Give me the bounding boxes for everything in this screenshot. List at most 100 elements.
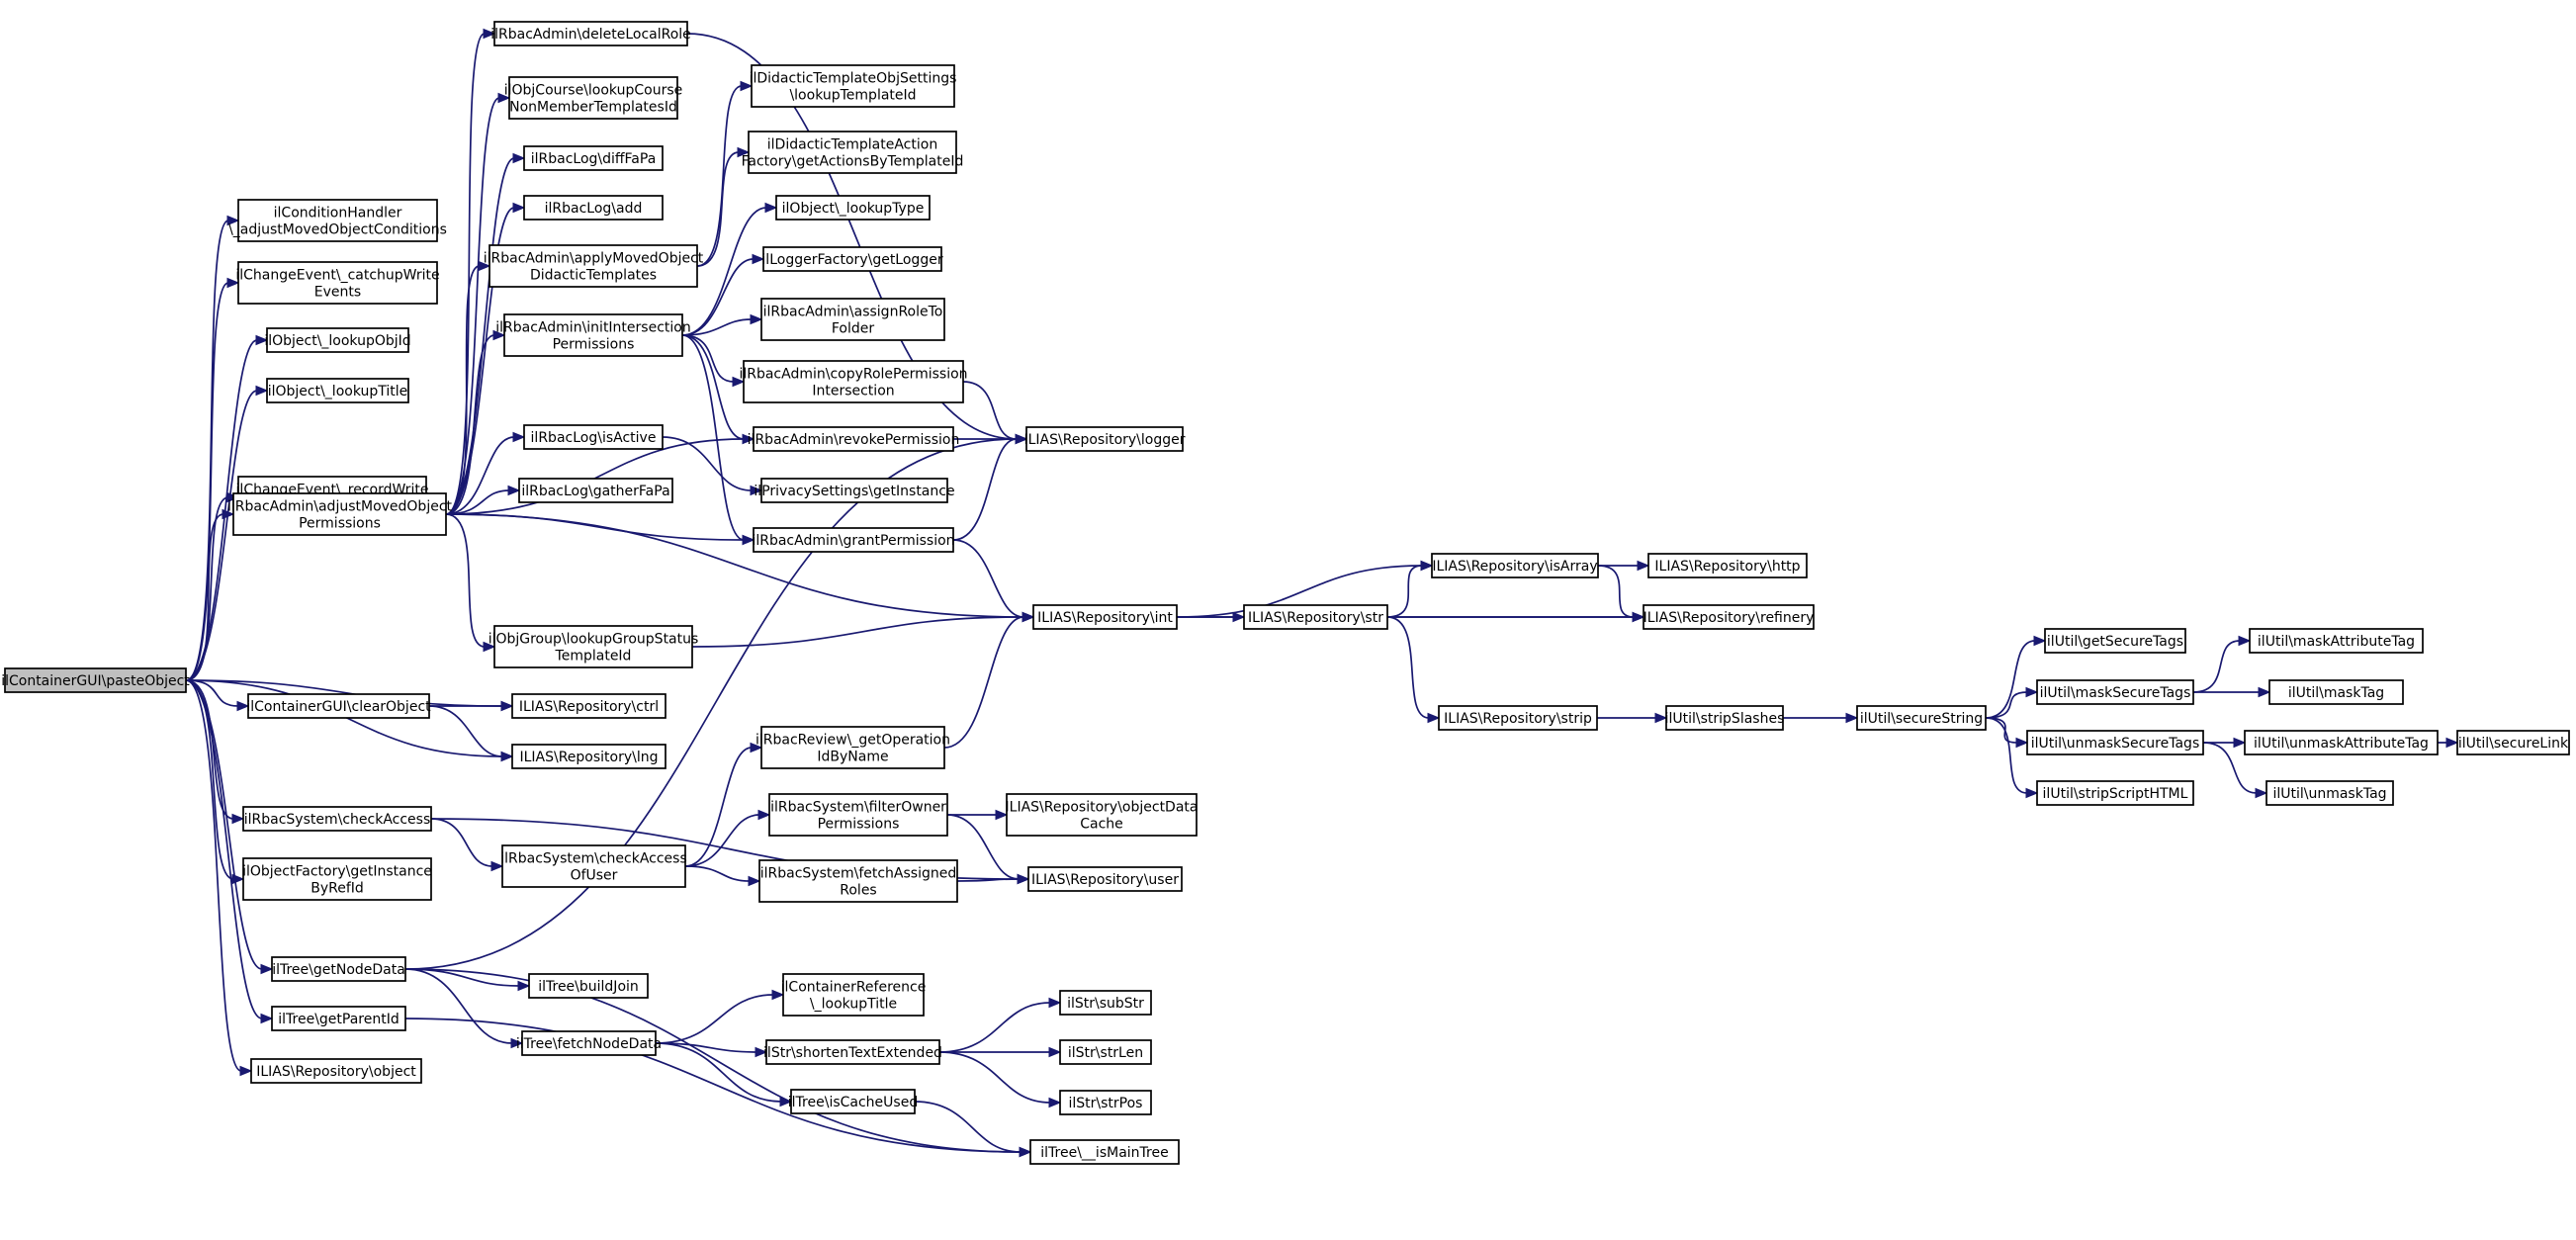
node-n23[interactable]: ILIAS\Repository\lng (511, 744, 666, 769)
node-label: Cache (1080, 817, 1123, 833)
node-box (271, 1006, 406, 1031)
node-n50[interactable]: ILIAS\Repository\str (1243, 604, 1388, 630)
node-n1[interactable]: ilConditionHandler\_adjustMovedObjectCon… (228, 199, 447, 242)
edge-n18-n33 (681, 334, 745, 440)
node-n25[interactable]: ilTree\buildJoin (528, 973, 649, 999)
node-n58[interactable]: ilUtil\maskSecureTags (2036, 679, 2194, 705)
node-n4[interactable]: ilObject\_lookupTitle (266, 378, 409, 403)
node-n65[interactable]: ilUtil\secureLink (2456, 730, 2570, 755)
node-n22[interactable]: ILIAS\Repository\ctrl (511, 693, 666, 719)
node-n7[interactable]: ilContainerGUI\clearObject (246, 693, 431, 719)
node-label: \_adjustMovedObjectConditions (228, 222, 447, 238)
node-n46[interactable]: ilStr\subStr (1059, 990, 1152, 1016)
node-n40[interactable]: ilStr\shortenTextExtended (763, 1039, 942, 1065)
arrowhead-n10-n26 (510, 1037, 524, 1049)
node-n14[interactable]: ilObjCourse\lookupCourseNonMemberTemplat… (504, 76, 683, 120)
node-label: ilObject\_lookupType (782, 201, 925, 217)
node-n11[interactable]: ilTree\getParentId (271, 1006, 406, 1031)
edge-n0-n11 (185, 679, 263, 1019)
node-label: ilRbacSystem\checkAccess (500, 851, 687, 867)
node-n32[interactable]: ilRbacAdmin\copyRolePermissionIntersecti… (739, 360, 968, 403)
node-n28[interactable]: ilDidacticTemplateActionFactory\getActio… (742, 131, 964, 174)
node-box (743, 360, 964, 403)
edge-n6-n17 (445, 265, 481, 515)
node-n55[interactable]: ilUtil\stripSlashes (1665, 705, 1785, 731)
arrowhead-n52-n55 (1654, 712, 1668, 724)
edge-n6-n13 (445, 33, 486, 515)
node-n10[interactable]: ilTree\getNodeData (271, 956, 406, 982)
node-box (501, 844, 686, 888)
node-box (528, 973, 649, 999)
node-box (1431, 553, 1599, 578)
node-n34[interactable]: ilPrivacySettings\getInstance (754, 478, 955, 503)
node-n15[interactable]: ilRbacLog\diffFaPa (523, 145, 664, 171)
node-n33[interactable]: ilRbacAdmin\revokePermission (748, 426, 960, 452)
node-n60[interactable]: ilUtil\stripScriptHTML (2036, 780, 2194, 806)
node-box (503, 313, 683, 357)
edge-n50-n51 (1386, 565, 1423, 618)
node-n17[interactable]: ilRbacAdmin\applyMovedObjectDidacticTemp… (484, 244, 704, 288)
node-box (2265, 780, 2394, 806)
node-n54[interactable]: ILIAS\Repository\refinery (1643, 604, 1815, 630)
node-n27[interactable]: ilDidacticTemplateObjSettings\lookupTemp… (750, 64, 957, 108)
node-n59[interactable]: ilUtil\unmaskSecureTags (2026, 730, 2204, 755)
arrowhead-n6-n13 (483, 28, 496, 40)
node-n63[interactable]: ilUtil\unmaskAttributeTag (2244, 730, 2439, 755)
node-n56[interactable]: ilUtil\secureString (1856, 705, 1987, 731)
edge-n56-n59 (1985, 717, 2018, 744)
node-label: ilRbacSystem\checkAccess (244, 812, 431, 828)
arrowhead-n0-n10 (260, 963, 274, 975)
node-n39[interactable]: ilContainerReference\_lookupTitle (781, 973, 927, 1017)
node-n51[interactable]: ILIAS\Repository\isArray (1431, 553, 1599, 578)
node-n52[interactable]: ILIAS\Repository\strip (1438, 705, 1598, 731)
edge-n17-n27 (696, 85, 743, 267)
edge-n0-n8 (185, 679, 234, 820)
node-label: ILIAS\Repository\lng (519, 750, 658, 765)
node-n48[interactable]: ilStr\strPos (1059, 1090, 1152, 1115)
node-n13[interactable]: ilRbacAdmin\deleteLocalRole (490, 21, 691, 46)
node-n42[interactable]: ILIAS\Repository\logger (1024, 426, 1186, 452)
node-n30[interactable]: ilLoggerFactory\getLogger (761, 246, 943, 272)
node-label: ilRbacAdmin\adjustMovedObject (227, 499, 453, 515)
node-n53[interactable]: ILIAS\Repository\http (1647, 553, 1808, 578)
node-n8[interactable]: ilRbacSystem\checkAccess (242, 806, 432, 832)
node-label: ILIAS\Repository\isArray (1432, 559, 1597, 575)
node-n26[interactable]: ilTree\fetchNodeData (516, 1030, 662, 1056)
node-n0[interactable]: ilContainerGUI\pasteObject (1, 667, 190, 693)
node-n62[interactable]: ilUtil\maskTag (2268, 679, 2404, 705)
node-n45[interactable]: ILIAS\Repository\user (1027, 866, 1183, 892)
node-label: Intersection (812, 384, 894, 399)
node-n49[interactable]: ilTree\__isMainTree (1029, 1139, 1180, 1165)
node-n19[interactable]: ilRbacLog\isActive (523, 424, 664, 450)
node-n57[interactable]: ilUtil\getSecureTags (2044, 628, 2186, 654)
node-n47[interactable]: ilStr\strLen (1059, 1039, 1152, 1065)
node-n3[interactable]: ilObject\_lookupObjId (264, 327, 411, 353)
edge-n50-n52 (1386, 616, 1430, 719)
node-box (2036, 679, 2194, 705)
edge-n19-n34 (662, 436, 753, 491)
node-n35[interactable]: ilRbacAdmin\grantPermission (752, 527, 955, 553)
node-label: Events (314, 285, 361, 301)
node-n61[interactable]: ilUtil\maskAttributeTag (2249, 628, 2424, 654)
node-n20[interactable]: ilRbacLog\gatherFaPa (518, 478, 673, 503)
node-n12[interactable]: ILIAS\Repository\object (250, 1058, 422, 1084)
node-label: ilTree\getNodeData (272, 962, 405, 978)
node-n29[interactable]: ilObject\_lookupType (775, 195, 931, 221)
node-n16[interactable]: ilRbacLog\add (523, 195, 664, 221)
node-n41[interactable]: ilTree\isCacheUsed (788, 1089, 918, 1114)
node-label: ByRefId (311, 881, 364, 897)
node-n43[interactable]: ILIAS\Repository\int (1032, 604, 1178, 630)
node-label: ilTree\buildJoin (538, 979, 639, 995)
node-n64[interactable]: ilUtil\unmaskTag (2265, 780, 2394, 806)
